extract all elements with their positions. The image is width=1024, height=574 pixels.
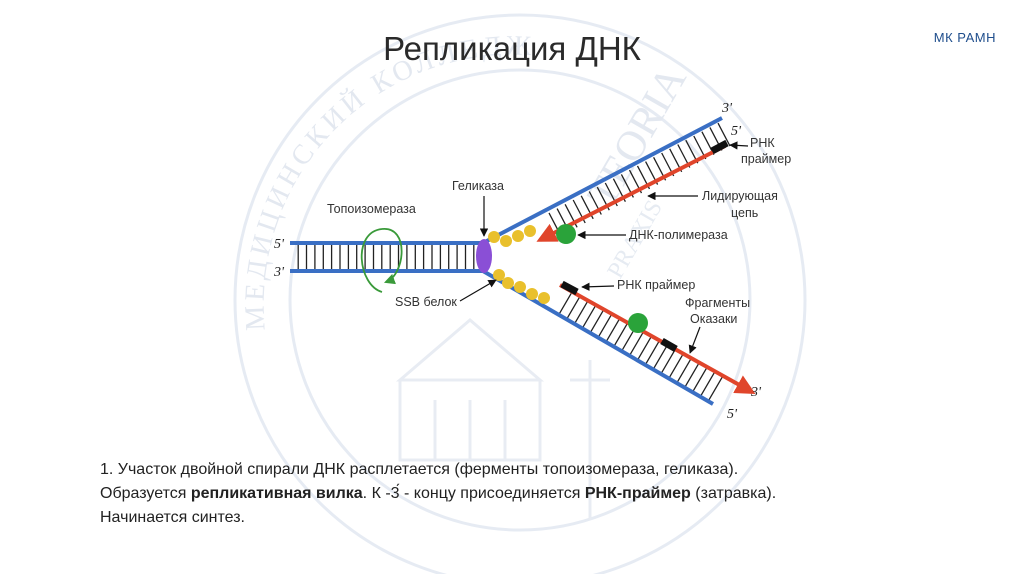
dna-polymerase-lower (628, 313, 648, 333)
pointer-ssb (459, 279, 497, 302)
base-pair-rung (597, 312, 614, 338)
label-topoisomerase: Топоизомераза (327, 202, 416, 216)
pointer-rna-primer-bottom (581, 282, 615, 291)
base-pair-rung (692, 366, 708, 392)
upper-template-strand (482, 116, 723, 245)
leading-strand-base-pairs (548, 122, 731, 237)
label-leading-strand-1: Лидирующая (702, 189, 778, 203)
end-label-lower-red: 3' (750, 385, 762, 400)
base-pair-rung (637, 334, 653, 360)
base-pair-rung (589, 307, 606, 333)
lower-rna-primer-2 (660, 337, 678, 353)
base-pair-rung (676, 357, 693, 383)
topoisomerase-ring (360, 228, 403, 293)
base-pair-rung (605, 316, 621, 342)
ssb-proteins (488, 225, 550, 304)
base-pair-rung (684, 361, 700, 387)
label-helicase: Геликаза (452, 179, 504, 193)
base-pair-rung (629, 330, 645, 356)
lagging-strand-base-pairs (558, 289, 724, 401)
base-pair-rung (645, 339, 661, 365)
label-dna-polymerase: ДНК-полимераза (629, 228, 728, 242)
base-pair-rung (566, 294, 582, 320)
label-ssb-protein: SSB белок (395, 295, 457, 309)
end-label-left-bottom: 3' (273, 265, 285, 280)
lower-template-strand (481, 269, 715, 406)
base-pair-rung (613, 321, 629, 347)
base-pair-rung (582, 303, 598, 329)
label-rna-primer-top-2: праймер (741, 152, 791, 166)
dna-polymerase-upper (556, 224, 576, 244)
end-label-lower-blue: 5' (727, 407, 738, 422)
end-label-upper-inner: 5' (731, 124, 742, 139)
base-pair-rung (574, 298, 590, 324)
leading-new-strand (536, 144, 726, 242)
label-okazaki-2: Оказаки (690, 312, 737, 326)
base-pair-rung (700, 370, 716, 396)
caption-replication-fork: репликативная вилка (190, 485, 363, 502)
helicase-enzyme (476, 239, 492, 273)
end-label-upper-outer: 3' (721, 101, 733, 116)
brand-logo: МК РАМН (933, 30, 996, 45)
base-pair-rung (717, 122, 731, 147)
end-label-left-top: 5' (274, 237, 285, 252)
caption-rna-primer: РНК-праймер (584, 485, 691, 502)
label-rna-primer-top-1: РНК (750, 136, 775, 150)
label-leading-strand-2: цепь (731, 206, 758, 220)
pointer-rna-primer-top (729, 141, 749, 150)
okazaki-new-strand (559, 283, 756, 394)
base-pair-rung (558, 289, 574, 315)
base-pair-rung (661, 348, 677, 374)
base-pair-rung (653, 343, 669, 369)
page-title: Репликация ДНК (383, 30, 641, 67)
label-okazaki-1: Фрагменты (685, 296, 750, 310)
upper-rna-primer (710, 139, 729, 155)
parent-duplex-base-pairs (297, 243, 475, 271)
base-pair-rung (668, 352, 685, 378)
pointer-okazaki (688, 326, 701, 354)
lower-rna-primer-1 (560, 280, 579, 296)
caption-line-1: 1. Участок двойной спирали ДНК расплетае… (100, 461, 739, 478)
caption-line-2: Образуется репликативная вилка. К -3́ - … (100, 485, 777, 502)
caption: 1. Участок двойной спирали ДНК расплетае… (100, 458, 960, 530)
base-pair-rung (708, 375, 724, 401)
caption-line-3: Начинается синтез. (100, 509, 245, 526)
label-rna-primer-bottom: РНК праймер (617, 278, 695, 292)
